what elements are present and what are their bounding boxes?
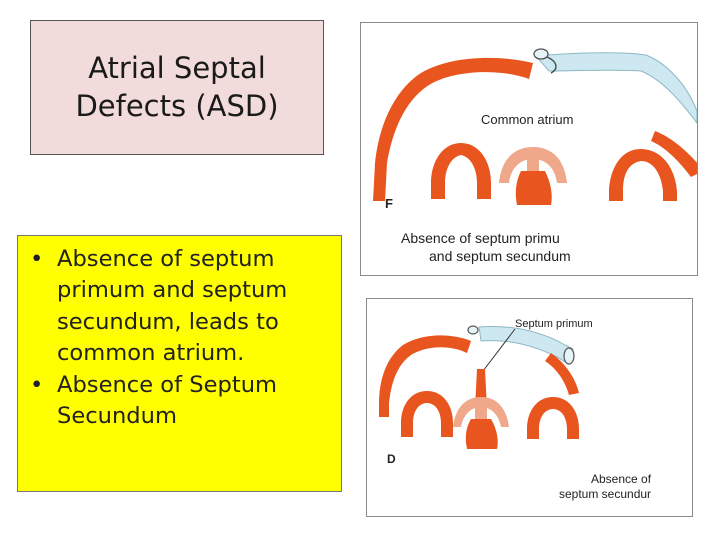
heart-wall-left xyxy=(373,57,533,201)
vessel-opening xyxy=(533,48,549,60)
bullet-list: • Absence of septum primum and septum se… xyxy=(30,244,335,432)
septum-light xyxy=(453,397,509,427)
bullet-1-line-4: common atrium. xyxy=(57,340,245,367)
ventricle-wall-left xyxy=(431,143,491,199)
caption-f-line-1: Absence of septum primu xyxy=(401,230,560,246)
heart-wall-right-top xyxy=(651,131,697,177)
slide-title-line-2: Defects (ASD) xyxy=(75,88,279,123)
figure-f-common-atrium: Common atrium F Absence of septum primu … xyxy=(360,22,698,276)
slide-title-line-1: Atrial Septal xyxy=(88,51,266,86)
vessel-fold xyxy=(546,56,557,74)
figure-f-drawing: Common atrium F Absence of septum primu … xyxy=(373,48,697,264)
bullet-2-line-1: Absence of Septum xyxy=(57,371,278,398)
bullet-2-line-2: Secundum xyxy=(57,402,177,429)
vessel-opening-right xyxy=(563,347,575,365)
ventricle-wall-left xyxy=(401,391,453,437)
ventricle-wall-right xyxy=(527,397,579,439)
caption-f-line-2: and septum secundum xyxy=(429,248,571,264)
bullet-dot: • xyxy=(30,246,44,272)
heart-wall-left xyxy=(379,335,471,417)
septum-base xyxy=(465,419,498,449)
ventricle-wall-right xyxy=(609,149,677,201)
pointer-line xyxy=(482,328,516,372)
septum-light xyxy=(499,147,567,183)
caption-d-line-2: septum secundur xyxy=(559,487,651,501)
label-septum-primum: Septum primum xyxy=(515,318,593,330)
title-box: Atrial Septal Defects (ASD) xyxy=(30,20,324,155)
bullet-1-line-2: primum and septum xyxy=(57,277,288,304)
bullet-1-line-1: Absence of septum xyxy=(57,246,275,272)
heart-wall-right-top xyxy=(545,353,579,395)
label-common-atrium: Common atrium xyxy=(481,112,573,127)
panel-letter-d: D xyxy=(387,452,396,466)
bullet-box: • Absence of septum primum and septum se… xyxy=(17,235,342,492)
slide-title: Atrial Septal Defects (ASD) xyxy=(31,50,323,124)
bullet-dot: • xyxy=(30,371,44,398)
vessel-opening xyxy=(467,325,479,335)
blue-vessel xyxy=(534,52,697,124)
figure-d-septum-secundum: Septum primum D Absence of septum secund… xyxy=(366,298,693,517)
caption-d-line-1: Absence of xyxy=(591,472,652,486)
figure-d-drawing: Septum primum D Absence of septum secund… xyxy=(379,318,652,501)
bullet-item-2: • Absence of Septum Secundum xyxy=(30,370,335,433)
panel-letter-f: F xyxy=(385,196,393,211)
bullet-1-line-3: secundum, leads to xyxy=(57,308,279,335)
bullet-item-1: • Absence of septum primum and septum se… xyxy=(30,244,335,370)
septum-base xyxy=(515,171,552,205)
